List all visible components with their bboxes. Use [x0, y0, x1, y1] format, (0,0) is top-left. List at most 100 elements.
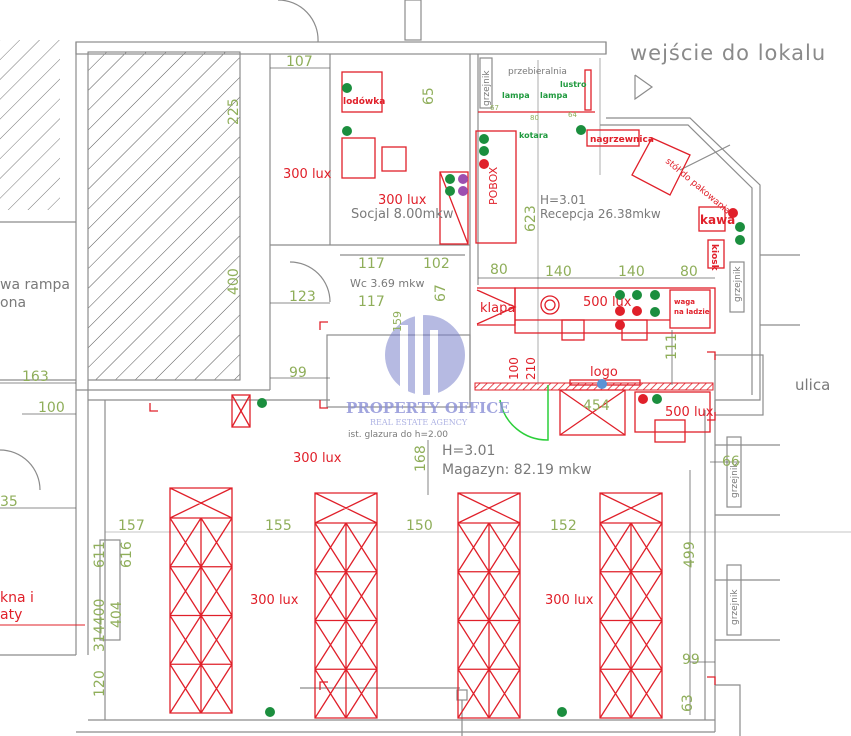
dimension: 140	[618, 264, 645, 280]
rack-outline	[169, 487, 233, 714]
dimension: 155	[265, 518, 292, 534]
dimension: 150	[406, 518, 433, 534]
radiator	[729, 261, 745, 313]
storage-racks	[169, 487, 663, 719]
storage-rack	[457, 492, 521, 719]
dimension: 404	[109, 601, 125, 628]
scale-label-2: na ladzie	[674, 308, 710, 316]
ramp-label: wa rampa	[0, 277, 70, 293]
dimension: 157	[118, 518, 145, 534]
street-label: ulica	[795, 376, 830, 394]
magazyn-height: H=3.01	[442, 443, 495, 459]
window-label-2: aty	[0, 607, 22, 623]
dimension: 152	[550, 518, 577, 534]
dimension: 314400	[92, 599, 108, 652]
dimension: 611	[92, 541, 108, 568]
lux-label: 300 lux	[378, 193, 427, 208]
radiator	[726, 436, 742, 508]
dimension: 499	[682, 541, 698, 568]
pobox-label: POBOX	[487, 166, 500, 205]
room-magazyn: Magazyn: 82.19 mkw	[442, 462, 592, 478]
exterior-hatch	[0, 40, 241, 381]
dimension: 100	[507, 357, 521, 380]
ramp-label-2: ona	[0, 295, 26, 311]
dimension: 117	[358, 294, 385, 310]
fixture-dots	[257, 83, 745, 717]
lamp-label: lampa	[540, 91, 568, 100]
kiosk-label: kiosk	[709, 244, 719, 272]
dimension: 67	[433, 284, 449, 302]
door-swing	[499, 385, 549, 441]
dimension: 99	[682, 652, 700, 668]
dimension: 63	[680, 694, 696, 712]
dimension: 163	[22, 369, 49, 385]
dimension: 120	[92, 670, 108, 697]
radiator-label: grzejnik	[482, 70, 492, 106]
dimension: 400	[226, 268, 242, 295]
logo-label: logo	[590, 365, 618, 380]
watermark-text: PROPERTY OFFICE	[346, 399, 510, 417]
coffee-label: kawa	[700, 213, 735, 227]
room-przebieralnia: przebieralnia	[508, 67, 567, 77]
dimension: 123	[289, 289, 316, 305]
radiator-label: grzejnik	[730, 589, 740, 625]
watermark-subtext: REAL ESTATE AGENCY	[370, 418, 468, 427]
fixtures	[149, 69, 726, 690]
dimension: 35	[0, 494, 18, 510]
glazura-note: ist. glazura do h=2.00	[348, 430, 448, 440]
dimension: 111	[664, 333, 680, 360]
window-label: kna i	[0, 590, 34, 606]
storage-rack	[314, 492, 378, 719]
rack-outline	[457, 492, 521, 719]
radiator	[726, 564, 742, 636]
dimension: 623	[523, 205, 539, 232]
dimension: 117	[358, 256, 385, 272]
room-recepcja: Recepcja 26.38mkw	[540, 207, 661, 221]
dimension: 107	[286, 54, 313, 70]
reception-counter-wall	[474, 382, 714, 391]
dimension: 65	[421, 87, 437, 105]
hatch-label: klapa	[480, 301, 515, 316]
dimension: 454	[583, 398, 610, 414]
dimension: 100	[38, 400, 65, 416]
entrance-label: wejście do lokalu	[630, 41, 826, 65]
dimension: 168	[413, 445, 429, 472]
dimension-lines	[0, 67, 740, 715]
curtain-label: kotara	[519, 131, 548, 140]
dimension: 210	[524, 357, 538, 380]
dimension: 80	[680, 264, 698, 280]
storage-rack	[599, 492, 663, 719]
rack-outline	[314, 492, 378, 719]
dimension: 225	[226, 98, 242, 125]
dimension: 67	[490, 104, 499, 112]
lux-label: 300 lux	[250, 593, 299, 608]
dimension: 159	[391, 311, 404, 332]
lux-label: 500 lux	[583, 295, 632, 310]
dimension: 66	[722, 454, 740, 470]
dimension: 64	[568, 111, 577, 119]
lux-label: 500 lux	[665, 405, 714, 420]
storage-rack	[169, 487, 233, 714]
mirror-label: lustro	[560, 80, 587, 89]
recepcja-height: H=3.01	[540, 193, 586, 207]
lux-label: 300 lux	[545, 593, 594, 608]
fridge-label: lodówka	[343, 96, 385, 107]
room-socjal: Socjal 8.00mkw	[351, 207, 454, 222]
dimension: 80	[490, 262, 508, 278]
dimension: 80	[530, 114, 539, 122]
dimension: 616	[119, 541, 135, 568]
radiator-label: grzejnik	[733, 266, 743, 302]
lux-label: 300 lux	[283, 167, 332, 182]
radiator-label: grzejnik	[730, 462, 740, 498]
rack-outline	[599, 492, 663, 719]
room-wc: Wc 3.69 mkw	[350, 277, 425, 290]
radiator	[479, 57, 493, 109]
dimension: 99	[289, 365, 307, 381]
lamp-label: lampa	[502, 91, 530, 100]
dimension: 140	[545, 264, 572, 280]
lux-label: 300 lux	[293, 451, 342, 466]
watermark-logo	[385, 315, 465, 395]
